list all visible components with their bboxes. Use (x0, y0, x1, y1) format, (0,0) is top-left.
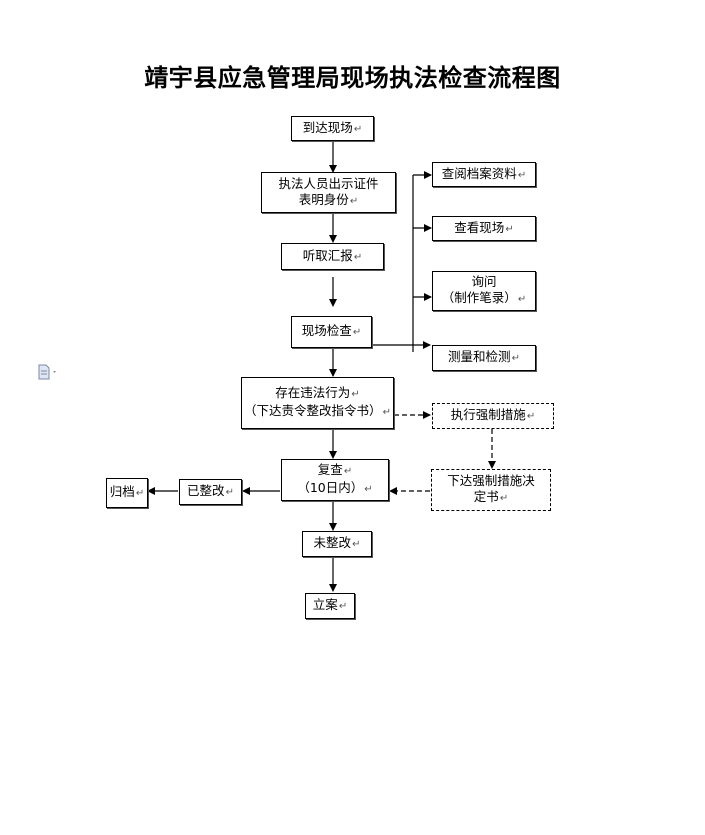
node-violation: 存在违法行为↵ （下达责令整改指令书）↵ (241, 377, 394, 429)
node-show-id: 执法人员出示证件 表明身份↵ (261, 172, 396, 213)
node-view-site: 查看现场↵ (432, 216, 536, 241)
document-icon[interactable] (38, 364, 60, 380)
node-enforce-measures: 执行强制措施↵ (432, 403, 554, 429)
node-arrive-site: 到达现场↵ (291, 116, 374, 141)
node-rectified: 已整改↵ (179, 479, 242, 505)
node-recheck: 复查↵ （10日内）↵ (281, 459, 389, 501)
node-archive: 归档↵ (106, 478, 148, 508)
node-inquiry: 询问 （制作笔录）↵ (432, 271, 536, 311)
node-measure-detect: 测量和检测↵ (432, 345, 536, 371)
node-not-rectified: 未整改↵ (302, 531, 372, 557)
node-listen-report: 听取汇报↵ (281, 243, 384, 270)
node-site-inspection: 现场检查↵ (291, 316, 372, 348)
node-file-case: 立案↵ (305, 593, 355, 619)
node-enforce-decision: 下达强制措施决 定书↵ (431, 469, 551, 511)
node-review-files: 查阅档案资料↵ (432, 162, 536, 187)
page-title: 靖宇县应急管理局现场执法检查流程图 (144, 64, 561, 92)
